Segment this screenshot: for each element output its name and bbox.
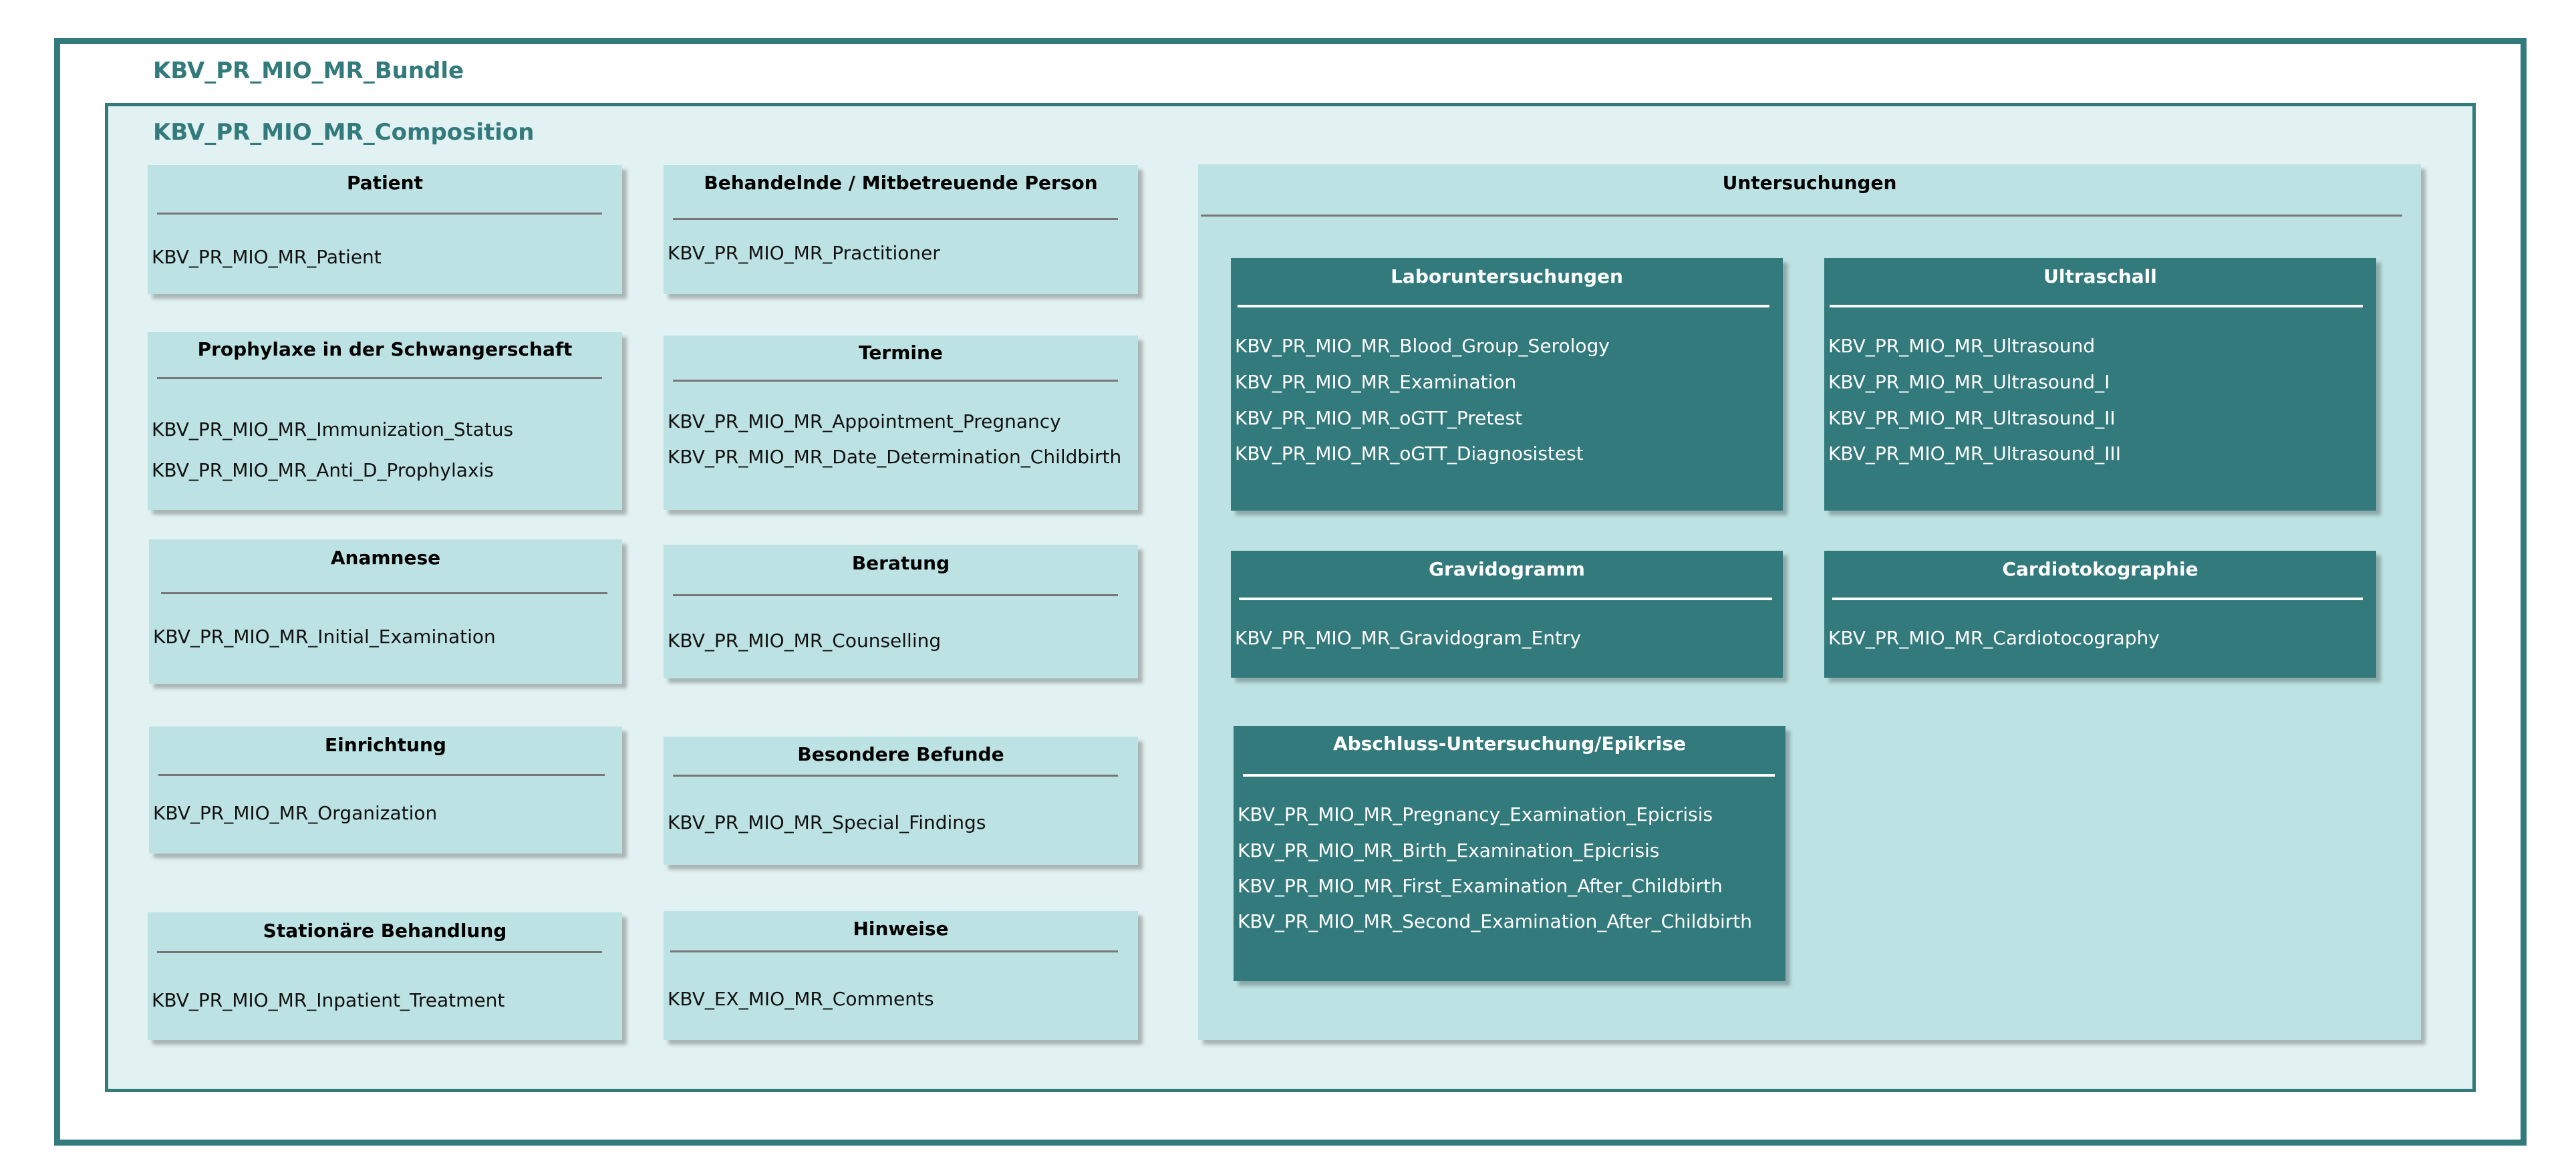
section-divider: [158, 774, 605, 776]
section-cardiotocography[interactable]: Cardiotokographie KBV_PR_MIO_MR_Cardioto…: [1824, 551, 2376, 678]
section-prophylaxis[interactable]: Prophylaxe in der Schwangerschaft KBV_PR…: [148, 332, 622, 510]
section-inpatient-title: Stationäre Behandlung: [263, 920, 507, 942]
section-anamnesis[interactable]: Anamnese KBV_PR_MIO_MR_Initial_Examinati…: [149, 539, 622, 684]
section-divider: [1243, 774, 1775, 777]
profile-item: KBV_PR_MIO_MR_Birth_Examination_Epicrisi…: [1238, 839, 1660, 862]
section-comments-title: Hinweise: [853, 918, 949, 940]
profile-item: KBV_PR_MIO_MR_Special_Findings: [668, 811, 986, 833]
profile-item: KBV_EX_MIO_MR_Comments: [668, 988, 934, 1010]
profile-item: KBV_PR_MIO_MR_Ultrasound: [1828, 335, 2096, 357]
section-examinations-title: Untersuchungen: [1722, 172, 1897, 194]
section-ultrasound-title: Ultraschall: [2043, 265, 2157, 287]
profile-item: KBV_PR_MIO_MR_Appointment_Pregnancy: [668, 410, 1061, 432]
section-divider: [157, 377, 602, 379]
section-patient-title: Patient: [347, 172, 423, 194]
section-comments[interactable]: Hinweise KBV_EX_MIO_MR_Comments: [664, 911, 1138, 1040]
section-patient[interactable]: Patient KBV_PR_MIO_MR_Patient: [148, 165, 622, 294]
section-organization-title: Einrichtung: [325, 734, 446, 756]
section-appointments-title: Termine: [859, 342, 943, 364]
profile-item: KBV_PR_MIO_MR_First_Examination_After_Ch…: [1238, 875, 1723, 897]
section-special-findings-title: Besondere Befunde: [797, 743, 1004, 765]
section-prophylaxis-title: Prophylaxe in der Schwangerschaft: [197, 338, 573, 360]
section-divider: [673, 380, 1118, 382]
section-epicrisis-title: Abschluss-Untersuchung/Epikrise: [1333, 733, 1686, 755]
section-special-findings[interactable]: Besondere Befunde KBV_PR_MIO_MR_Special_…: [664, 737, 1138, 865]
section-ultrasound[interactable]: Ultraschall KBV_PR_MIO_MR_Ultrasound KBV…: [1824, 258, 2376, 511]
profile-item: KBV_PR_MIO_MR_Anti_D_Prophylaxis: [152, 459, 494, 481]
profile-item: KBV_PR_MIO_MR_oGTT_Pretest: [1235, 407, 1523, 429]
section-divider: [1239, 598, 1772, 600]
section-divider: [1201, 215, 2402, 217]
section-practitioner[interactable]: Behandelnde / Mitbetreuende Person KBV_P…: [664, 165, 1138, 294]
profile-item: KBV_PR_MIO_MR_Second_Examination_After_C…: [1238, 910, 1752, 932]
profile-item: KBV_PR_MIO_MR_oGTT_Diagnosistest: [1235, 442, 1584, 465]
profile-item: KBV_PR_MIO_MR_Practitioner: [668, 242, 940, 264]
section-divider: [673, 775, 1118, 777]
profile-item: KBV_PR_MIO_MR_Blood_Group_Serology: [1235, 335, 1610, 357]
section-divider: [161, 592, 607, 594]
section-cardiotocography-title: Cardiotokographie: [2002, 558, 2198, 580]
section-organization[interactable]: Einrichtung KBV_PR_MIO_MR_Organization: [149, 727, 622, 854]
section-divider: [157, 213, 602, 215]
section-divider: [673, 594, 1118, 596]
profile-item: KBV_PR_MIO_MR_Inpatient_Treatment: [152, 989, 505, 1011]
section-gravidogram-title: Gravidogramm: [1429, 558, 1585, 580]
profile-item: KBV_PR_MIO_MR_Immunization_Status: [152, 418, 514, 440]
profile-item: KBV_PR_MIO_MR_Counselling: [668, 630, 942, 652]
composition-title: KBV_PR_MIO_MR_Composition: [153, 119, 535, 146]
section-divider: [673, 218, 1118, 220]
profile-item: KBV_PR_MIO_MR_Ultrasound_I: [1828, 371, 2110, 393]
section-divider: [157, 951, 602, 953]
section-epicrisis[interactable]: Abschluss-Untersuchung/Epikrise KBV_PR_M…: [1234, 726, 1785, 981]
profile-item: KBV_PR_MIO_MR_Examination: [1235, 371, 1517, 393]
section-gravidogram[interactable]: Gravidogramm KBV_PR_MIO_MR_Gravidogram_E…: [1231, 551, 1783, 678]
section-divider: [1830, 305, 2363, 307]
profile-item: KBV_PR_MIO_MR_Gravidogram_Entry: [1235, 627, 1582, 649]
profile-item: KBV_PR_MIO_MR_Organization: [153, 802, 438, 824]
profile-item: KBV_PR_MIO_MR_Ultrasound_III: [1828, 442, 2121, 465]
profile-item: KBV_PR_MIO_MR_Pregnancy_Examination_Epic…: [1238, 803, 1713, 825]
profile-item: KBV_PR_MIO_MR_Initial_Examination: [153, 626, 496, 648]
section-divider: [670, 950, 1118, 952]
section-divider: [1238, 305, 1769, 307]
profile-item: KBV_PR_MIO_MR_Date_Determination_Childbi…: [668, 446, 1122, 468]
section-divider: [1832, 598, 2363, 600]
profile-item: KBV_PR_MIO_MR_Cardiotocography: [1828, 627, 2160, 649]
section-lab[interactable]: Laboruntersuchungen KBV_PR_MIO_MR_Blood_…: [1231, 258, 1783, 511]
section-practitioner-title: Behandelnde / Mitbetreuende Person: [704, 172, 1098, 194]
profile-item: KBV_PR_MIO_MR_Patient: [152, 246, 382, 268]
section-lab-title: Laboruntersuchungen: [1391, 265, 1623, 287]
section-appointments[interactable]: Termine KBV_PR_MIO_MR_Appointment_Pregna…: [664, 336, 1138, 510]
section-counselling-title: Beratung: [851, 552, 950, 574]
profile-item: KBV_PR_MIO_MR_Ultrasound_II: [1828, 407, 2116, 429]
section-counselling[interactable]: Beratung KBV_PR_MIO_MR_Counselling: [664, 545, 1138, 678]
bundle-title: KBV_PR_MIO_MR_Bundle: [153, 57, 464, 84]
section-anamnesis-title: Anamnese: [330, 547, 441, 569]
section-inpatient[interactable]: Stationäre Behandlung KBV_PR_MIO_MR_Inpa…: [148, 912, 622, 1040]
